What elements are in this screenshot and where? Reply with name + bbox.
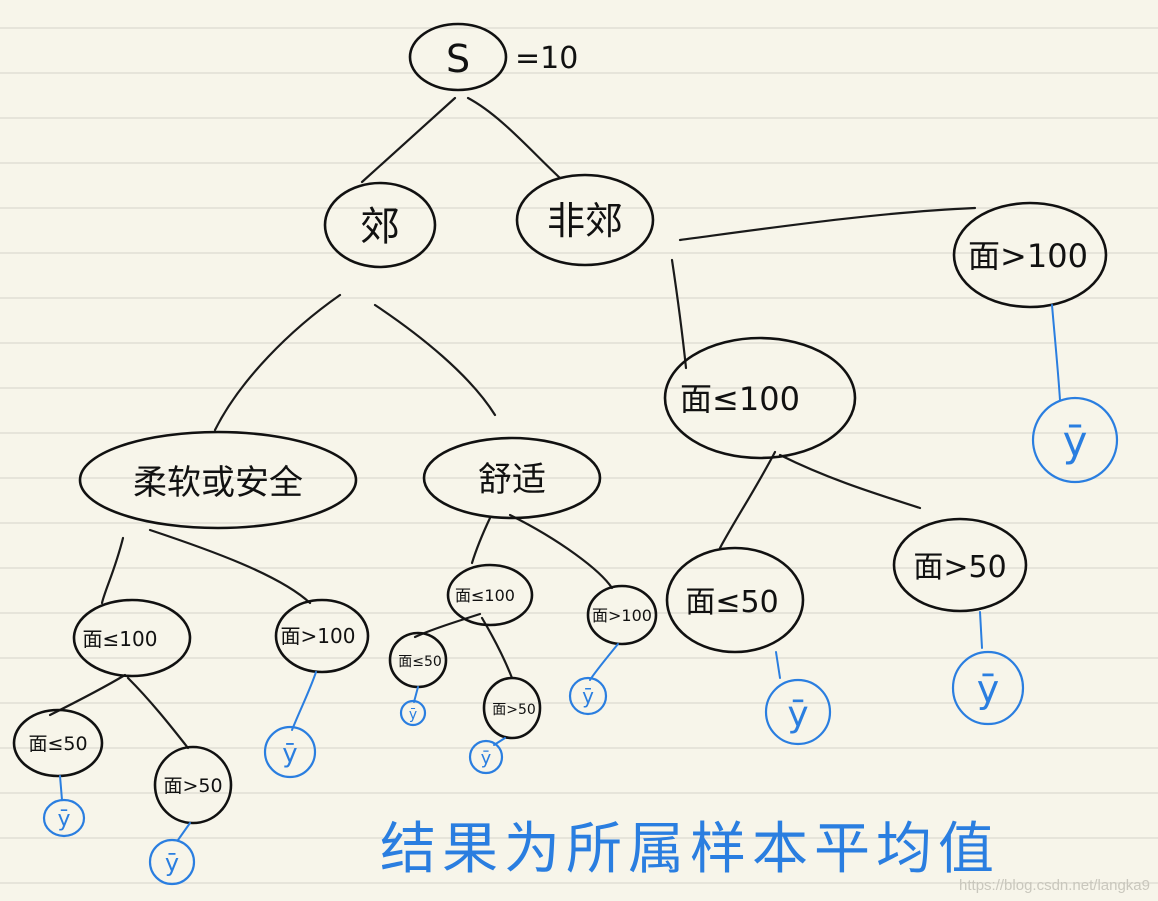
node-nonsuburb-area-le-50: 面≤50 bbox=[665, 546, 805, 654]
leaf-comfort-le50: ȳ bbox=[399, 699, 427, 727]
edge-cle100-gt50 bbox=[480, 616, 514, 680]
edge-suburb-softsafe bbox=[213, 293, 342, 432]
svg-text:面≤100: 面≤100 bbox=[455, 586, 515, 605]
leaf-nonsuburb-gt50: ȳ bbox=[951, 650, 1025, 726]
svg-text:ȳ: ȳ bbox=[1063, 417, 1088, 466]
edge-softsafe-gt100 bbox=[148, 528, 312, 605]
leaf-edges bbox=[59, 304, 1061, 841]
node-suburb: 郊 bbox=[323, 181, 437, 269]
svg-text:ȳ: ȳ bbox=[787, 694, 808, 735]
node-comfort: 舒适 bbox=[422, 436, 602, 520]
node-nonsuburb-area-gt-100: 面>100 bbox=[952, 201, 1108, 309]
svg-text:ȳ: ȳ bbox=[977, 667, 1000, 711]
edge-root-suburb bbox=[360, 96, 457, 184]
svg-text:ȳ: ȳ bbox=[409, 707, 417, 723]
node-softsafe-area-le-50: 面≤50 bbox=[12, 708, 104, 778]
node-comfort-area-gt-100: 面>100 bbox=[586, 584, 658, 646]
svg-text:舒适: 舒适 bbox=[478, 460, 546, 500]
root-node: S =10 bbox=[408, 22, 578, 92]
edge-comfort-gt100 bbox=[508, 513, 614, 590]
leaf-softsafe-gt100: ȳ bbox=[263, 725, 317, 779]
node-non-suburb: 非郊 bbox=[515, 173, 655, 267]
root-annotation: =10 bbox=[515, 41, 578, 76]
svg-text:ȳ: ȳ bbox=[582, 684, 594, 708]
edge-nonsuburb-area-le100 bbox=[670, 258, 688, 370]
edge-comfort-le100 bbox=[470, 516, 492, 565]
leaf-nonsuburb-gt100: ȳ bbox=[1031, 396, 1119, 484]
svg-text:面≤50: 面≤50 bbox=[28, 733, 87, 755]
edge-cle100-le50 bbox=[413, 612, 482, 639]
node-comfort-area-gt-50: 面>50 bbox=[482, 676, 542, 740]
svg-text:非郊: 非郊 bbox=[547, 199, 623, 243]
node-soft-or-safe: 柔软或安全 bbox=[78, 430, 358, 530]
edge-root-nonsuburb bbox=[466, 96, 562, 180]
edge-nonsuburb-area-gt100 bbox=[678, 206, 977, 242]
svg-text:面>100: 面>100 bbox=[281, 624, 356, 648]
svg-text:面>50: 面>50 bbox=[492, 702, 536, 718]
svg-text:面>100: 面>100 bbox=[592, 606, 652, 625]
svg-text:面>50: 面>50 bbox=[913, 550, 1006, 585]
node-nonsuburb-area-le-100: 面≤100 bbox=[663, 336, 857, 460]
svg-text:面>50: 面>50 bbox=[163, 775, 222, 797]
svg-text:ȳ: ȳ bbox=[57, 807, 70, 832]
svg-text:ȳ: ȳ bbox=[481, 748, 492, 769]
leaf-nonsuburb-le50: ȳ bbox=[764, 678, 832, 746]
svg-text:面≤100: 面≤100 bbox=[83, 627, 158, 651]
node-softsafe-area-gt-50: 面>50 bbox=[153, 745, 233, 825]
leaf-softsafe-gt50: ȳ bbox=[148, 838, 196, 886]
node-softsafe-area-gt-100: 面>100 bbox=[274, 598, 370, 674]
root-label: S bbox=[446, 37, 470, 81]
node-comfort-area-le-50: 面≤50 bbox=[388, 631, 448, 689]
caption: 结果为所属样本平均值 bbox=[380, 817, 1000, 882]
edge-softsafe-le100 bbox=[100, 536, 125, 605]
edge-nsle100-gt50 bbox=[778, 453, 922, 510]
node-comfort-area-le-100: 面≤100 bbox=[446, 563, 534, 627]
svg-text:面≤100: 面≤100 bbox=[680, 380, 800, 418]
edge-sle100-le50 bbox=[48, 673, 127, 717]
edge-nsle100-le50 bbox=[718, 450, 777, 550]
leaf-comfort-gt50: ȳ bbox=[468, 739, 504, 775]
leaf-softsafe-le50: ȳ bbox=[42, 798, 86, 838]
leaf-comfort-gt100: ȳ bbox=[568, 676, 608, 716]
svg-text:面≤50: 面≤50 bbox=[685, 585, 778, 620]
watermark: https://blog.csdn.net/langka9 bbox=[959, 877, 1150, 894]
svg-text:柔软或安全: 柔软或安全 bbox=[133, 463, 303, 503]
node-softsafe-area-le-100: 面≤100 bbox=[72, 598, 192, 678]
svg-text:ȳ: ȳ bbox=[165, 849, 179, 877]
edge-suburb-comfort bbox=[373, 303, 497, 417]
node-nonsuburb-area-gt-50: 面>50 bbox=[892, 517, 1028, 613]
tree-edges bbox=[48, 96, 977, 750]
edge-sle100-gt50 bbox=[126, 676, 190, 750]
ruled-lines bbox=[0, 27, 1158, 884]
svg-text:面≤50: 面≤50 bbox=[398, 654, 442, 670]
svg-text:面>100: 面>100 bbox=[968, 237, 1088, 275]
svg-text:ȳ: ȳ bbox=[282, 739, 297, 769]
svg-text:郊: 郊 bbox=[360, 204, 400, 250]
